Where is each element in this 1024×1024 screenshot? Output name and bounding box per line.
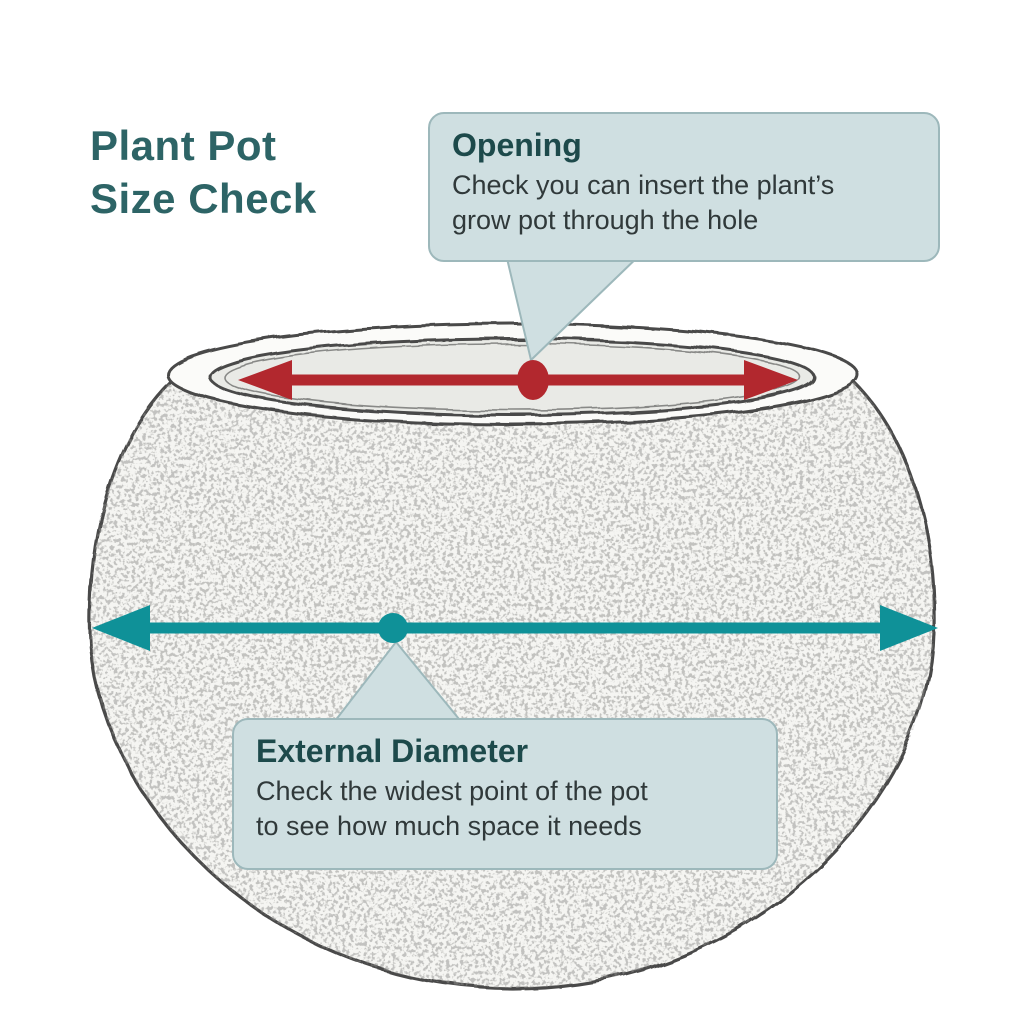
page-title: Plant Pot Size Check (90, 122, 317, 222)
external-diameter-callout: External Diameter Check the widest point… (232, 718, 778, 870)
opening-midpoint-dot (517, 360, 549, 400)
external-arrow-right-head (880, 605, 938, 651)
pot-opening-inner-line (223, 343, 801, 411)
external-midpoint-dot (378, 613, 408, 643)
opening-callout: Opening Check you can insert the plant’s… (428, 112, 940, 262)
opening-callout-heading: Opening (452, 127, 582, 163)
opening-arrow-left-head (238, 360, 292, 400)
external-arrow-left-head (92, 605, 150, 651)
opening-callout-body: Check you can insert the plant’s grow po… (452, 169, 835, 235)
opening-arrow-right-head (744, 360, 798, 400)
external-diameter-callout-body: Check the widest point of the pot to see… (256, 775, 648, 841)
pot-texture (89, 382, 935, 988)
opening-diameter-arrow (238, 360, 798, 400)
pot-sketch (88, 322, 936, 990)
external-diameter-callout-heading: External Diameter (256, 733, 529, 769)
external-diameter-arrow (92, 605, 938, 651)
